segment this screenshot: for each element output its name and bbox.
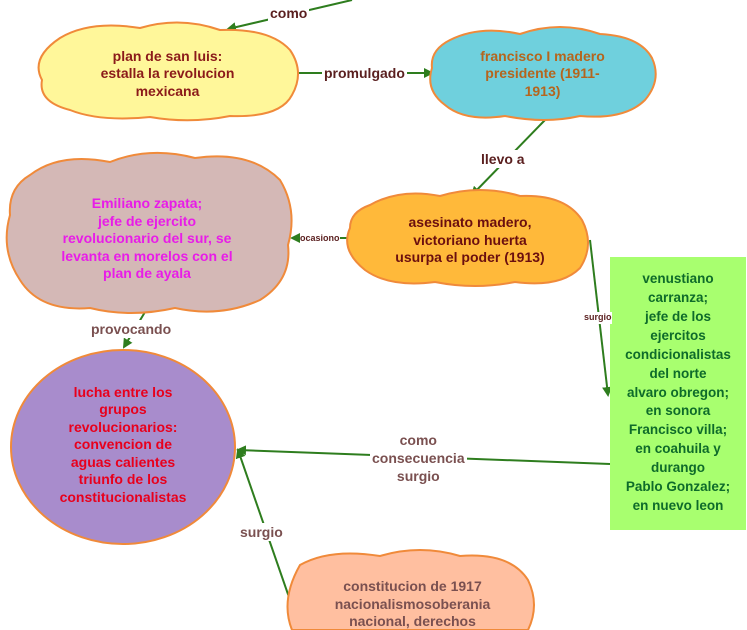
node-lucha-grupos: lucha entre los grupos revolucionarios: … [59, 383, 187, 505]
node-carranza: venustiano carranza; jefe de los ejercit… [625, 271, 731, 513]
cloud-asesinato-madero [346, 189, 589, 287]
link-label-como-top: como [268, 4, 310, 23]
link-label-provocando: provocando [89, 320, 174, 339]
cloud-constitucion [286, 549, 535, 630]
link-label-surgio-right: surgio [584, 312, 612, 324]
node-emiliano-zapata: Emiliano zapata; jefe de ejercito revolu… [61, 195, 233, 282]
box-carranza [610, 257, 746, 530]
link-label-como-consecuencia: como consecuencia surgio [370, 431, 467, 486]
cloud-plan-san-luis [37, 21, 299, 122]
node-plan-san-luis: plan de san luis: estalla la revolucion … [100, 47, 235, 99]
ellipse-lucha-grupos [10, 349, 236, 545]
node-constitucion: constitucion de 1917 nacionalismosoberan… [334, 578, 491, 629]
link-label-llevo-a: llevo a [479, 150, 527, 169]
link-label-ocasiono: ocasiono [300, 233, 340, 245]
node-madero-presidente: francisco I madero presidente (1911- 191… [480, 47, 605, 99]
node-asesinato-madero: asesinato madero, victoriano huerta usur… [395, 214, 545, 266]
cloud-madero-presidente [429, 26, 657, 121]
cloud-emiliano-zapata [5, 151, 293, 314]
link-label-surgio-bottom: surgio [238, 523, 285, 542]
link-label-promulgado: promulgado [322, 64, 407, 83]
